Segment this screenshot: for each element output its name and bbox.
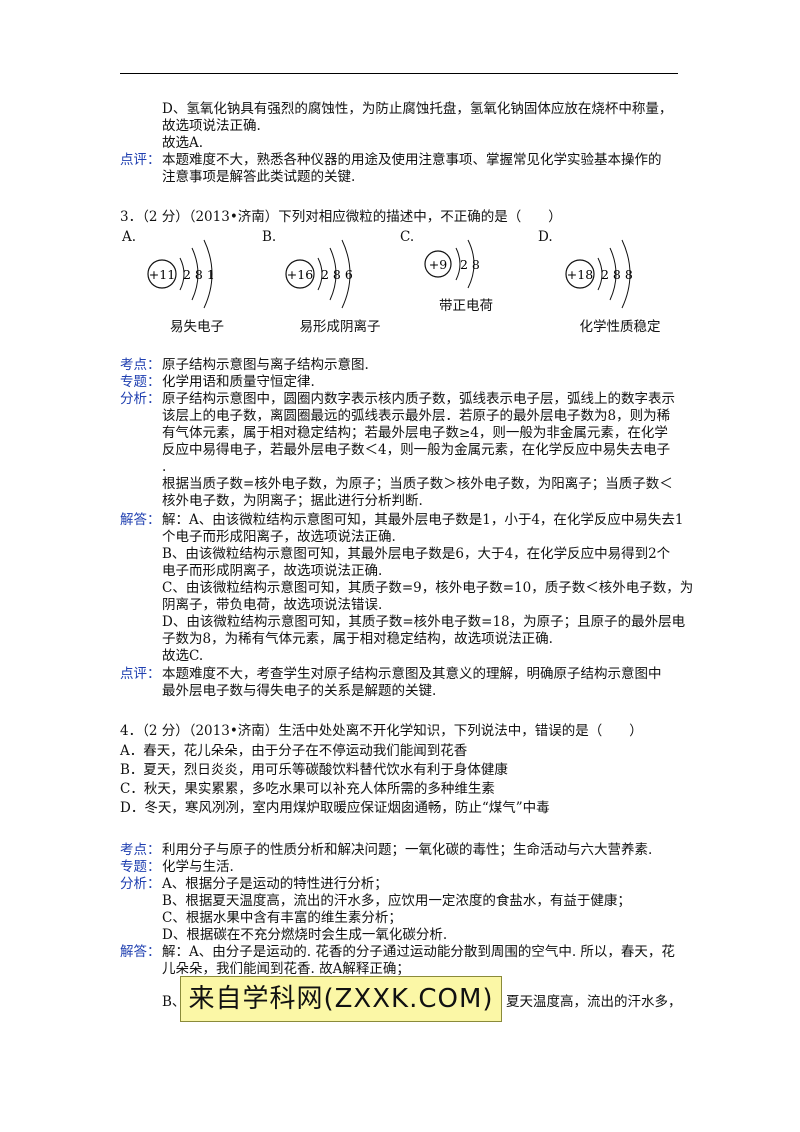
fenxi-line: C、根据水果中含有丰富的维生素分析； (162, 910, 402, 926)
atom-diagram-d: +18 2 8 8 (565, 239, 633, 309)
jieda-label: 解答： (120, 944, 161, 960)
q2-tail-line: 故选A. (162, 135, 204, 151)
fenxi-label: 分析： (120, 391, 161, 407)
fenxi-line: 根据当质子数=核外电子数，为原子；当质子数＞核外电子数，为阳离子；当质子数＜ (162, 476, 673, 492)
kaodian-label: 考点： (120, 842, 161, 858)
jieda-line-prefix: B、 (162, 994, 186, 1010)
fenxi-line: 原子结构示意图中，圆圈内数字表示核内质子数，弧线表示电子层，弧线上的数字表示 (162, 391, 675, 407)
q4-option: B．夏天，烈日炎炎，用可乐等碳酸饮料替代饮水有利于身体健康 (120, 762, 508, 778)
nucleus-charge: +18 (567, 267, 593, 282)
q2-tail-line: 故选项说法正确. (162, 118, 261, 134)
fenxi-line: . (162, 459, 167, 475)
fenxi-line: 反应中易得电子，若最外层电子数＜4，则一般为金属元素，在化学反应中易失去电子 (162, 442, 671, 458)
electron-shells: 2 8 (460, 257, 480, 272)
q4-option: D．冬天，寒风冽冽，室内用煤炉取暖应保证烟囱通畅，防止“煤气”中毒 (120, 800, 550, 816)
zhuanti-label: 专题： (120, 374, 161, 390)
jieda-line: 阴离子，带负电荷，故选项说法错误. (162, 597, 383, 613)
fenxi-line: A、根据分子是运动的特性进行分析； (162, 876, 388, 892)
fenxi-line: 核外电子数，为阴离子；据此进行分析判断. (162, 493, 423, 509)
fenxi-line: D、根据碳在不充分燃烧时会生成一氧化碳分析. (162, 927, 448, 943)
atom-caption-d: 化学性质稳定 (579, 319, 661, 335)
q3-stem: 3．（2 分）（2013•济南）下列对相应微粒的描述中，不正确的是（ ） (120, 209, 562, 225)
q2-tail-line: D、氢氧化钠具有强烈的腐蚀性，为防止腐蚀托盘，氢氧化钠固体应放在烧杯中称量， (162, 101, 673, 117)
jieda-line-suffix: 夏天温度高，流出的汗水多， (506, 994, 682, 1010)
electron-shells: 2 8 6 (321, 267, 353, 282)
watermark-banner: 来自学科网(ZXXK.COM) (180, 976, 502, 1022)
jieda-line: 儿朵朵，我们能闻到花香. 故A解释正确； (162, 961, 410, 977)
zhuanti-text: 化学与生活. (162, 859, 234, 875)
q4-option: C．秋天，果实累累，多吃水果可以补充人体所需的多种维生素 (120, 781, 495, 797)
q3-option-letter: C. (400, 229, 415, 245)
kaodian-text: 原子结构示意图与离子结构示意图. (162, 357, 369, 373)
fenxi-label: 分析： (120, 876, 161, 892)
atom-diagram-a: +11 2 8 1 (147, 239, 215, 309)
jieda-line: B、由该微粒结构示意图可知，其最外层电子数是6，大于4，在化学反应中易得到2个 (162, 546, 671, 562)
kaodian-label: 考点： (120, 357, 161, 373)
electron-shells: 2 8 1 (183, 267, 215, 282)
jieda-line: 故选C. (162, 648, 204, 664)
fenxi-line: 有气体元素，属于相对稳定结构；若最外层电子数≥4，则一般为非金属元素，在化学 (162, 425, 668, 441)
q4-stem: 4．（2 分）（2013•济南）生活中处处离不开化学知识，下列说法中，错误的是（… (120, 723, 643, 739)
jieda-line: C、由该微粒结构示意图可知，其质子数=9，核外电子数=10，质子数＜核外电子数，… (162, 580, 694, 596)
atom-diagram-b: +16 2 8 6 (285, 239, 353, 309)
comment-label: 点评： (120, 152, 161, 168)
q3-option-letter: D. (538, 229, 553, 245)
comment-text: 注意事项是解答此类试题的关键. (162, 169, 356, 185)
q4-option: A．春天，花儿朵朵，由于分子在不停运动我们能闻到花香 (120, 743, 468, 759)
dianping-line: 最外层电子数与得失电子的关系是解题的关键. (162, 683, 437, 699)
atom-caption-a: 易失电子 (170, 319, 224, 335)
kaodian-text: 利用分子与原子的性质分析和解决问题；一氧化碳的毒性；生命活动与六大营养素. (162, 842, 653, 858)
fenxi-line: B、根据夏天温度高，流出的汗水多，应饮用一定浓度的食盐水，有益于健康； (162, 893, 631, 909)
zhuanti-label: 专题： (120, 859, 161, 875)
atom-caption-c: 带正电荷 (439, 298, 493, 314)
jieda-line: 解：A、由分子是运动的. 花香的分子通过运动能分散到周围的空气中. 所以，春天，… (162, 944, 675, 960)
nucleus-charge: +9 (429, 257, 447, 272)
nucleus-charge: +16 (287, 267, 313, 282)
atom-diagram-c: +9 2 8 (424, 239, 480, 289)
q3-option-letter: B. (262, 229, 277, 245)
atom-caption-b: 易形成阴离子 (299, 319, 381, 335)
fenxi-line: 该层上的电子数，离圆圈最远的弧线表示最外层．若原子的最外层电子数为8，则为稀 (162, 408, 671, 424)
comment-text: 本题难度不大，熟悉各种仪器的用途及使用注意事项、掌握常见化学实验基本操作的 (162, 152, 662, 168)
jieda-label: 解答： (120, 512, 161, 528)
zhuanti-text: 化学用语和质量守恒定律. (162, 374, 315, 390)
electron-shells: 2 8 8 (601, 267, 633, 282)
jieda-line: 个电子而形成阳离子，故选项说法正确. (162, 529, 396, 545)
q3-option-letter: A. (122, 229, 137, 245)
jieda-line: 子数为8，为稀有气体元素，属于相对稳定结构，故选项说法正确. (162, 631, 553, 647)
jieda-line: D、由该微粒结构示意图可知，其质子数=核外电子数=18，为原子；且原子的最外层电 (162, 614, 686, 630)
jieda-line: 解：A、由该微粒结构示意图可知，其最外层电子数是1，小于4，在化学反应中易失去1 (162, 512, 684, 528)
nucleus-charge: +11 (149, 267, 175, 282)
header-rule (120, 73, 678, 74)
dianping-label: 点评： (120, 666, 161, 682)
dianping-line: 本题难度不大，考查学生对原子结构示意图及其意义的理解，明确原子结构示意图中 (162, 666, 662, 682)
jieda-line: 电子而形成阴离子，故选项说法正确. (162, 563, 383, 579)
